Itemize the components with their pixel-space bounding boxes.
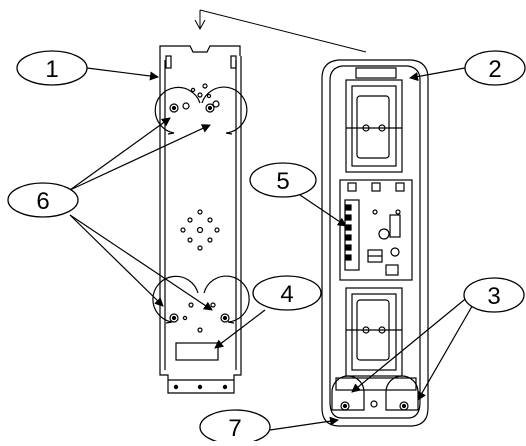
leader-7	[269, 416, 339, 431]
svg-text:3: 3	[487, 283, 500, 310]
svg-text:7: 7	[228, 415, 241, 441]
svg-text:2: 2	[488, 56, 501, 83]
leader-2	[409, 67, 466, 81]
svg-text:1: 1	[45, 56, 58, 83]
callout-2: 2	[464, 50, 526, 86]
leader-1	[86, 67, 159, 81]
leader-6a	[69, 117, 171, 191]
svg-text:6: 6	[36, 188, 49, 215]
callout-3: 3	[463, 277, 525, 313]
leader-4	[214, 309, 266, 349]
leader-3b	[351, 281, 487, 393]
callout-6: 6	[7, 182, 79, 218]
leader-6c	[69, 214, 164, 307]
mounting-plate	[152, 45, 250, 394]
callout-1: 1	[16, 50, 88, 86]
callout-bubbles: 1 2 3 4 5 6 7	[7, 50, 526, 445]
callout-4: 4	[252, 275, 322, 311]
svg-text:5: 5	[276, 168, 289, 195]
callout-7: 7	[199, 409, 271, 445]
detector-housing	[321, 59, 429, 427]
alignment-guide	[194, 9, 367, 53]
callout-5: 5	[249, 162, 317, 198]
callout-leaders	[69, 67, 487, 431]
leader-5	[299, 194, 347, 227]
leader-6b	[69, 124, 211, 191]
svg-text:4: 4	[280, 281, 293, 308]
leader-6d	[69, 214, 213, 311]
